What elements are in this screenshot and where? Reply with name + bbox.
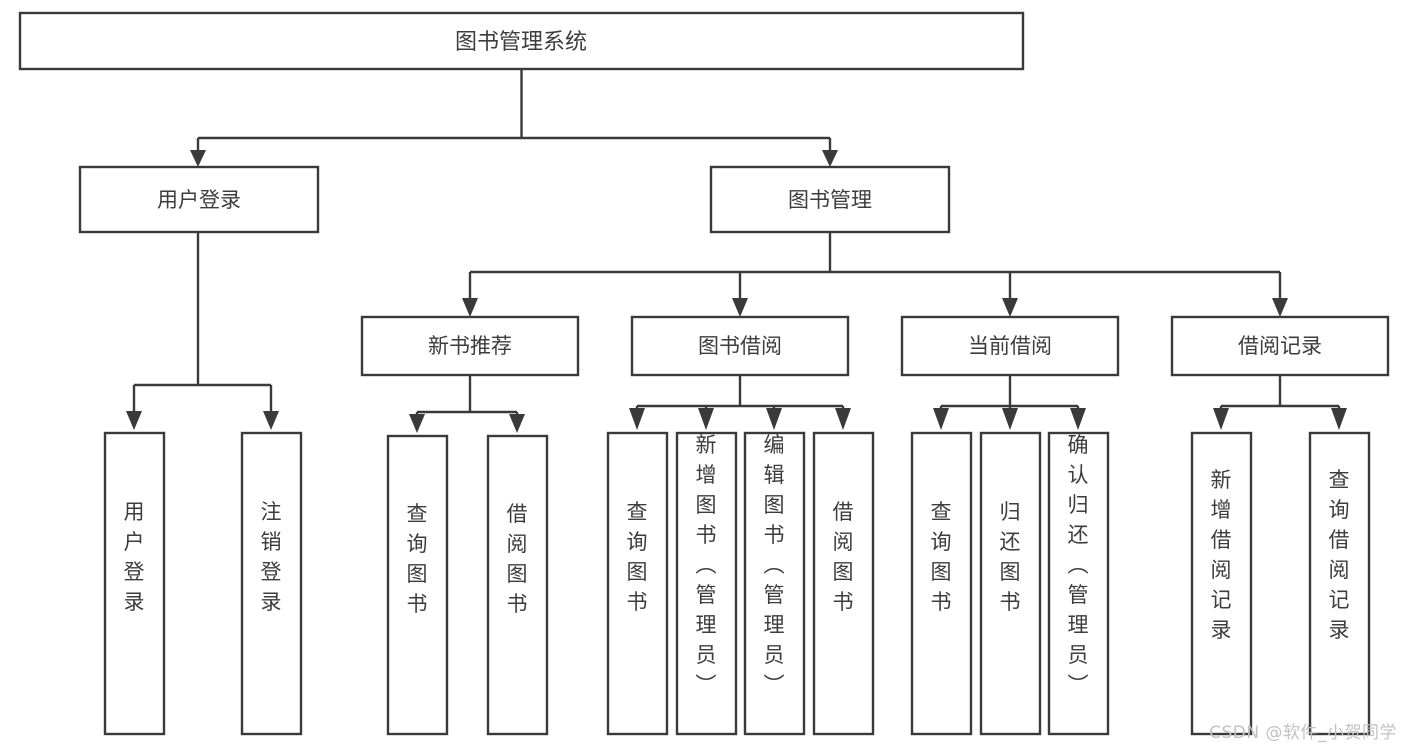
leaf-node[interactable]: 注销登录	[240, 431, 303, 736]
node-root-box[interactable]	[18, 11, 1025, 71]
leaf-currentborrow-return-label: 归还图书	[1000, 500, 1021, 614]
node-new-book-recommend-label: 新书推荐	[428, 334, 512, 358]
node-borrow-record[interactable]: 借阅记录	[1170, 315, 1390, 377]
leaf-bookborrow-query-box[interactable]	[606, 431, 669, 736]
leaf-node[interactable]: 新增借阅记录	[1190, 431, 1253, 736]
arrow-newbook-leaf2-icon	[509, 414, 525, 433]
leaf-borrowrecord-query-label: 查询借阅记录	[1329, 468, 1350, 642]
leaf-node[interactable]: 借阅图书	[812, 431, 875, 736]
leaf-bookborrow-edit-box[interactable]	[743, 431, 806, 736]
leaf-currentborrow-return-box[interactable]	[979, 431, 1042, 736]
arrow-bookborrow-leaf1-icon	[629, 408, 645, 430]
arrow-borrowrecord-leaf1-icon	[1213, 408, 1229, 430]
arrow-currentborrow-leaf3-icon	[1070, 408, 1086, 430]
connectors-root-to-level2	[190, 69, 838, 167]
node-current-borrow[interactable]: 当前借阅	[900, 315, 1120, 377]
node-root-label: 图书管理系统	[455, 30, 587, 55]
leaf-newbook-borrow-label: 借阅图书	[507, 502, 528, 616]
leaf-borrowrecord-add-box[interactable]	[1190, 431, 1253, 736]
leaf-bookborrow-query-label: 查询图书	[627, 500, 648, 614]
leaf-logout-label: 注销登录	[261, 500, 282, 614]
arrow-to-currentborrow-icon	[1002, 298, 1018, 317]
leaf-bookborrow-borrow-label: 借阅图书	[833, 500, 854, 614]
leaf-user-login-label: 用户登录	[124, 500, 145, 614]
leaf-currentborrow-query-label: 查询图书	[931, 500, 952, 614]
connectors-bookmanage-to-level3	[462, 232, 1288, 317]
arrow-bookborrow-leaf2-icon	[698, 408, 714, 430]
node-new-book-recommend-box[interactable]	[360, 315, 580, 377]
arrow-to-newbook-icon	[462, 298, 478, 317]
leaf-user-login-box[interactable]	[103, 431, 166, 736]
leaf-node[interactable]: 确认归还︵管理员︶	[1047, 431, 1110, 736]
connectors-userlogin-to-leaves	[126, 232, 279, 430]
arrow-bookborrow-leaf4-icon	[835, 408, 851, 430]
leaf-node[interactable]: 查询图书	[386, 434, 449, 736]
leaf-node[interactable]: 借阅图书	[486, 434, 549, 736]
leaf-bookborrow-borrow-box[interactable]	[812, 431, 875, 736]
leaf-currentborrow-confirm-box[interactable]	[1047, 431, 1110, 736]
node-book-manage-label: 图书管理	[788, 188, 872, 212]
arrow-currentborrow-leaf1-icon	[933, 408, 949, 430]
node-user-login-label: 用户登录	[157, 188, 241, 212]
node-current-borrow-label: 当前借阅	[968, 334, 1052, 358]
arrow-to-bookborrow-icon	[732, 298, 748, 317]
node-root[interactable]: 图书管理系统	[18, 11, 1025, 71]
node-book-manage[interactable]: 图书管理	[709, 165, 951, 234]
arrow-to-borrowrecord-icon	[1272, 298, 1288, 317]
leaf-node[interactable]: 查询图书	[910, 431, 973, 736]
leaf-node[interactable]: 新增图书︵管理员︶	[675, 431, 738, 736]
leaf-borrowrecord-add-label: 新增借阅记录	[1211, 468, 1232, 642]
node-current-borrow-box[interactable]	[900, 315, 1120, 377]
node-borrow-record-box[interactable]	[1170, 315, 1390, 377]
node-borrow-record-label: 借阅记录	[1238, 334, 1322, 358]
leaf-borrowrecord-query-box[interactable]	[1308, 431, 1371, 736]
node-new-book-recommend[interactable]: 新书推荐	[360, 315, 580, 377]
connectors-borrowrecord-to-leaves	[1213, 375, 1347, 430]
arrow-borrowrecord-leaf2-icon	[1331, 408, 1347, 430]
node-book-manage-box[interactable]	[709, 165, 951, 234]
leaf-bookborrow-edit-label: 编辑图书︵管理员︶	[764, 433, 785, 697]
leaf-newbook-borrow-box[interactable]	[486, 434, 549, 736]
connectors-bookborrow-to-leaves	[629, 375, 851, 430]
leaf-newbook-query-label: 查询图书	[407, 502, 428, 616]
arrow-userlogin-leaf1-icon	[126, 411, 142, 430]
leaf-node[interactable]: 编辑图书︵管理员︶	[743, 431, 806, 736]
arrow-newbook-leaf1-icon	[409, 414, 425, 433]
node-book-borrow-box[interactable]	[630, 315, 850, 377]
leaf-node[interactable]: 查询借阅记录	[1308, 431, 1371, 736]
leaf-bookborrow-add-label: 新增图书︵管理员︶	[696, 433, 717, 697]
leaf-node[interactable]: 查询图书	[606, 431, 669, 736]
leaf-node[interactable]: 用户登录	[103, 431, 166, 736]
connectors-newbook-to-leaves	[409, 375, 525, 433]
node-user-login-box[interactable]	[78, 165, 320, 234]
leaf-currentborrow-confirm-label: 确认归还︵管理员︶	[1068, 433, 1089, 697]
arrow-userlogin-leaf2-icon	[263, 411, 279, 430]
node-user-login[interactable]: 用户登录	[78, 165, 320, 234]
leaf-currentborrow-query-box[interactable]	[910, 431, 973, 736]
arrow-currentborrow-leaf2-icon	[1002, 408, 1018, 430]
connectors-currentborrow-to-leaves	[933, 375, 1086, 430]
arrow-to-user-login-icon	[190, 150, 206, 167]
arrow-to-book-manage-icon	[822, 150, 838, 167]
leaf-newbook-query-box[interactable]	[386, 434, 449, 736]
leaf-bookborrow-add-box[interactable]	[675, 431, 738, 736]
node-book-borrow-label: 图书借阅	[698, 334, 782, 358]
node-book-borrow[interactable]: 图书借阅	[630, 315, 850, 377]
arrow-bookborrow-leaf3-icon	[766, 408, 782, 430]
leaf-logout-box[interactable]	[240, 431, 303, 736]
leaf-node[interactable]: 归还图书	[979, 431, 1042, 736]
